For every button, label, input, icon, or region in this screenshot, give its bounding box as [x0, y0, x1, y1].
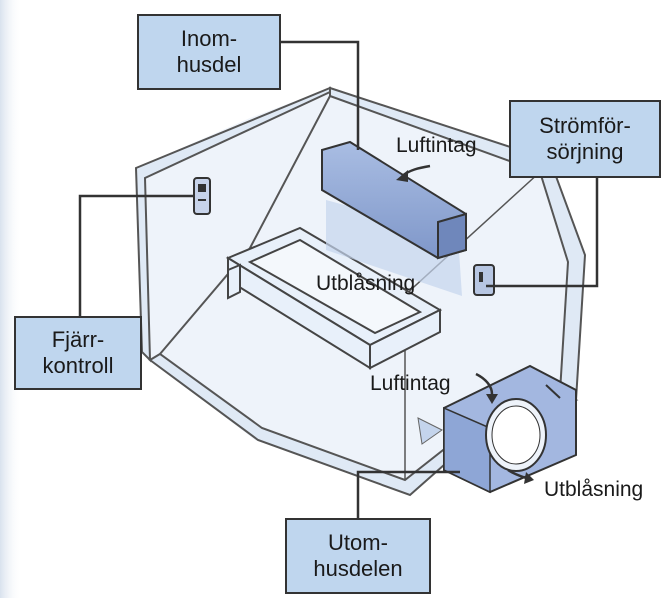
remote-control-label-line1: Fjärr-: [51, 327, 105, 352]
outdoor-side-airflow: [417, 417, 443, 445]
remote-control-illustration: [193, 177, 211, 215]
indoor-unit-illustration: [321, 140, 467, 260]
indoor-unit-label: Inom- husdel: [137, 14, 281, 90]
outdoor-unit-leader: [356, 470, 460, 520]
indoor-intake-arrowhead: [396, 170, 408, 182]
indoor-airflow: [326, 200, 462, 296]
power-supply-label-line1: Strömför-: [539, 113, 631, 138]
power-outlet-illustration: [473, 264, 495, 296]
outdoor-unit-label: Utom- husdelen: [285, 518, 431, 594]
indoor-unit-label-line1: Inom-: [180, 26, 238, 51]
indoor-unit-label-line2: husdel: [176, 52, 242, 77]
power-supply-label: Strömför- sörjning: [509, 100, 661, 178]
indoor-intake-label: Luftintag: [396, 134, 477, 157]
outdoor-outlet-arrow: [507, 468, 527, 480]
power-supply-leader: [486, 176, 599, 288]
power-supply-label-line2: sörjning: [546, 139, 624, 164]
outdoor-outlet-arrowhead: [524, 472, 534, 484]
outdoor-unit-label-line2: husdelen: [313, 556, 403, 581]
indoor-unit-leader: [280, 40, 360, 150]
outdoor-outlet-label: Utblåsning: [544, 478, 644, 501]
outdoor-unit-illustration: [443, 364, 577, 494]
remote-control-label: Fjärr- kontroll: [14, 316, 142, 390]
remote-control-leader: [78, 194, 194, 316]
indoor-outlet-label: Utblåsning: [316, 272, 416, 295]
outdoor-intake-arrow: [475, 372, 494, 395]
remote-control-label-line2: kontroll: [42, 353, 114, 378]
edge-shading: [0, 0, 22, 598]
outdoor-intake-label: Luftintag: [370, 372, 451, 395]
sofa-illustration: [225, 226, 443, 370]
outdoor-unit-label-line1: Utom-: [328, 530, 388, 555]
outdoor-intake-arrowhead: [486, 394, 498, 404]
